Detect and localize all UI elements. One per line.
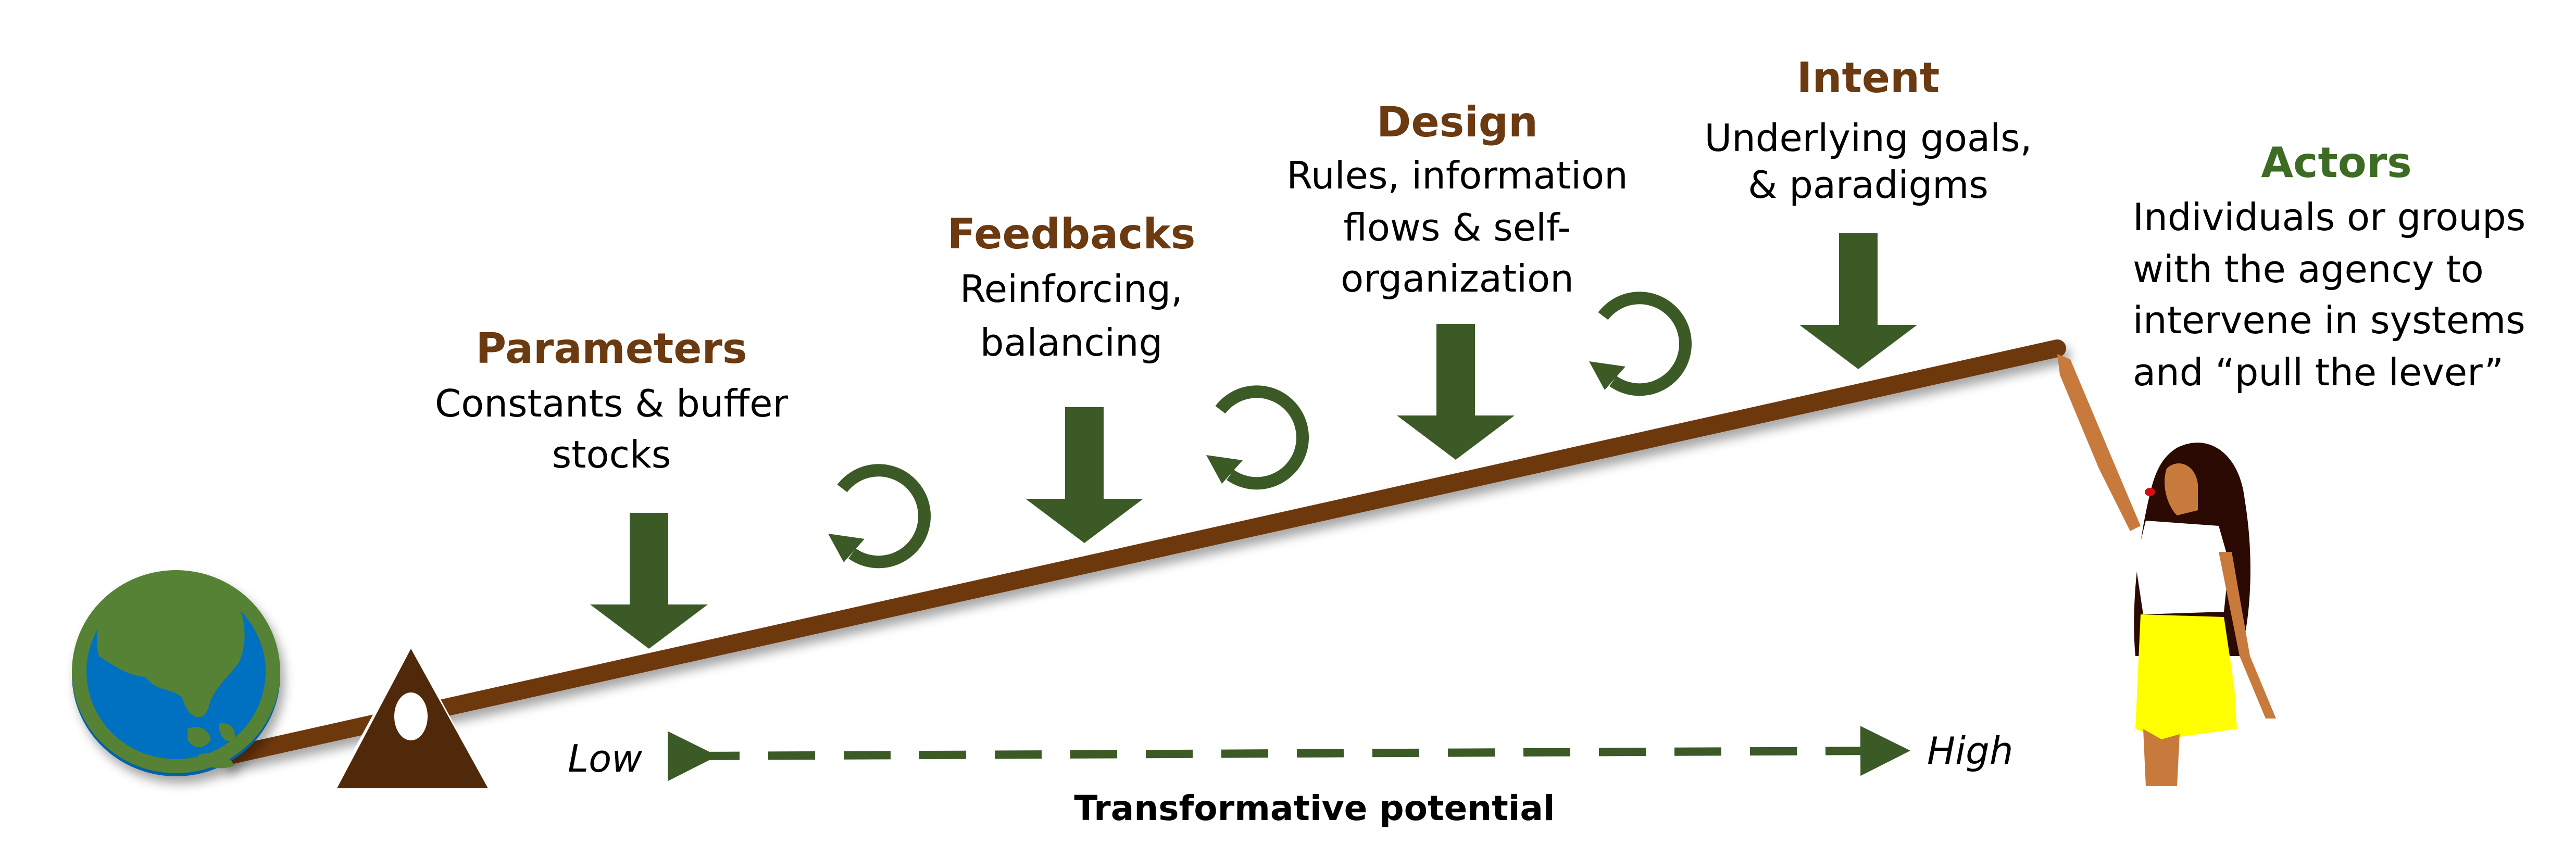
feedbacks-title: Feedbacks — [947, 210, 1196, 258]
actors-desc-line: and “pull the lever” — [2133, 350, 2504, 394]
actors-title: Actors — [2261, 138, 2412, 187]
intent-desc-line: & paradigms — [1748, 163, 1989, 207]
intent-title: Intent — [1797, 54, 1940, 102]
globe-icon — [72, 570, 280, 776]
axis-low-label: Low — [568, 737, 642, 780]
feedback-loop-icon — [1206, 385, 1309, 490]
feedbacks-desc-line: balancing — [980, 321, 1163, 364]
feedback-loop-icon — [828, 464, 931, 569]
axis-high-label: High — [1927, 729, 2013, 773]
design-desc-line: flows & self- — [1344, 206, 1571, 249]
feedbacks-desc-line: Reinforcing, — [960, 267, 1183, 311]
intent-arrow-icon — [1799, 233, 1917, 369]
intent-desc-line: Underlying goals, — [1704, 116, 2032, 160]
design-title: Design — [1377, 98, 1538, 146]
design-desc-line: organization — [1341, 257, 1574, 300]
axis-title: Transformative potential — [1074, 788, 1555, 828]
actor-person-illustration — [2057, 354, 2276, 786]
parameters-desc-line: stocks — [552, 433, 671, 476]
design-arrow-icon — [1397, 324, 1515, 460]
actors-desc-line: intervene in systems — [2133, 298, 2525, 342]
feedback-loop-icon — [1589, 292, 1692, 396]
parameters-title: Parameters — [476, 324, 747, 373]
parameters-arrow-icon — [590, 513, 708, 649]
actors-desc-line: Individuals or groups — [2133, 195, 2525, 239]
lever-bar — [221, 339, 2066, 764]
transformative-potential-axis — [667, 726, 1910, 782]
actors-desc-line: with the agency to — [2133, 247, 2484, 291]
feedbacks-arrow-icon — [1026, 407, 1143, 543]
design-desc-line: Rules, information — [1286, 154, 1628, 197]
parameters-desc-line: Constants & buffer — [435, 382, 788, 425]
fulcrum-icon — [331, 645, 491, 792]
